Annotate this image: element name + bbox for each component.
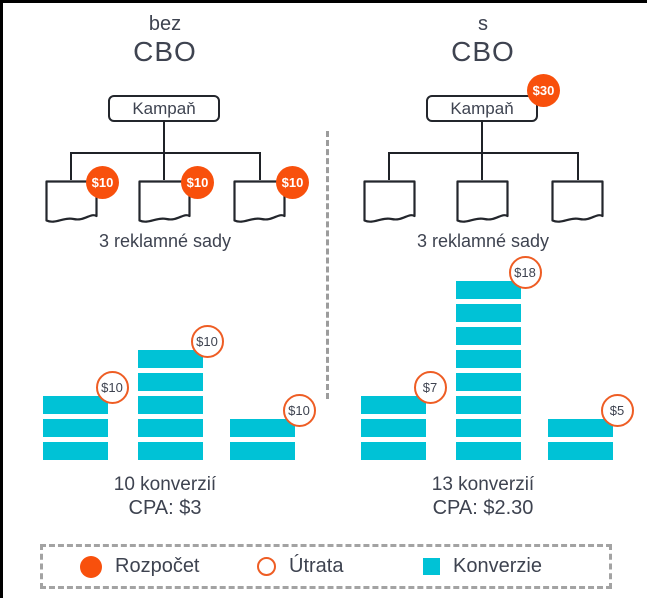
tree-branch-line: [163, 152, 165, 180]
tree-branch-line: [388, 152, 390, 180]
ad-set-budget-badge: $10: [181, 166, 214, 199]
ad-set-doc-icon: [456, 180, 509, 223]
conversion-block: [43, 396, 108, 414]
conversions-total-label: 13 konverzií: [431, 474, 535, 495]
ad-set-doc-icon: [138, 180, 191, 223]
ad-set-doc-icon: [363, 180, 416, 223]
conversion-block: [43, 419, 108, 437]
center-dashed-divider: [326, 131, 329, 399]
cpa-label: CPA: $3: [128, 497, 202, 519]
panel-title-line1: s: [478, 13, 488, 35]
conversion-block: [138, 350, 203, 368]
conversion-block: [361, 442, 426, 460]
spend-badge: $18: [508, 255, 542, 289]
campaign-budget-badge: $30: [527, 74, 560, 107]
spend-badge: $10: [190, 324, 224, 358]
campaign-label: Kampaň: [450, 98, 514, 118]
cpa-label: CPA: $2.30: [432, 497, 534, 519]
conversion-block: [138, 373, 203, 391]
spend-badge: $5: [600, 393, 634, 427]
legend-item-spend: Útrata: [257, 547, 343, 586]
conversion-block: [230, 419, 295, 437]
teal-square-icon: [423, 558, 440, 575]
legend: Rozpočet Útrata Konverzie: [40, 544, 612, 589]
ad-set-doc-icon: [233, 180, 286, 223]
legend-label: Rozpočet: [115, 555, 200, 577]
tree-horizontal-line: [388, 152, 579, 154]
conversion-block: [548, 419, 613, 437]
conversion-block: [456, 350, 521, 368]
spend-badge: $10: [282, 393, 316, 427]
tree-stem-line: [481, 120, 483, 153]
tree-branch-line: [259, 152, 261, 180]
conversion-block: [456, 327, 521, 345]
tree-branch-line: [70, 152, 72, 180]
campaign-label: Kampaň: [132, 98, 196, 118]
conversion-block: [456, 442, 521, 460]
conversion-block: [456, 396, 521, 414]
panel-with-cbo: s CBO Kampaň $30 3 reklamné sady $7 $18 $5…: [321, 3, 645, 598]
ad-set-doc-icon: [551, 180, 604, 223]
conversion-block: [456, 419, 521, 437]
conversion-block: [138, 419, 203, 437]
spend-badge: $7: [413, 370, 447, 404]
conversion-block: [138, 442, 203, 460]
panel-title-line2: CBO: [451, 36, 515, 67]
conversion-block: [230, 442, 295, 460]
tree-stem-line: [163, 120, 165, 153]
legend-label: Konverzie: [453, 555, 542, 577]
panel-without-cbo: bez CBO Kampaň 3 reklamné sady $10$10$10…: [3, 3, 327, 598]
conversion-block: [456, 304, 521, 322]
conversion-bars: $10 $10 $10: [3, 3, 327, 598]
ad-set-budget-badge: $10: [276, 166, 309, 199]
legend-label: Útrata: [289, 555, 344, 577]
legend-item-conversions: Konverzie: [423, 547, 542, 586]
outlined-circle-icon: [257, 557, 276, 576]
spend-badge: $10: [95, 370, 129, 404]
tree-branch-line: [481, 152, 483, 180]
ad-set-doc-icon: [45, 180, 98, 223]
conversion-bars: $7 $18 $5: [321, 3, 645, 598]
panel-title-line1: bez: [148, 13, 182, 35]
conversion-block: [43, 442, 108, 460]
conversion-block: [138, 396, 203, 414]
legend-item-budget: Rozpočet: [80, 547, 200, 586]
conversion-block: [456, 281, 521, 299]
tree-horizontal-line: [70, 152, 261, 154]
conversion-block: [456, 373, 521, 391]
conversion-block: [548, 442, 613, 460]
ad-sets-count-label: 3 reklamné sady: [98, 231, 232, 251]
ad-sets-count-label: 3 reklamné sady: [416, 231, 550, 251]
tree-branch-line: [577, 152, 579, 180]
conversion-block: [361, 396, 426, 414]
ad-set-budget-badge: $10: [86, 166, 119, 199]
conversions-total-label: 10 konverzií: [113, 474, 217, 495]
filled-circle-icon: [80, 555, 102, 578]
conversion-block: [361, 419, 426, 437]
panel-title-line2: CBO: [133, 36, 197, 67]
